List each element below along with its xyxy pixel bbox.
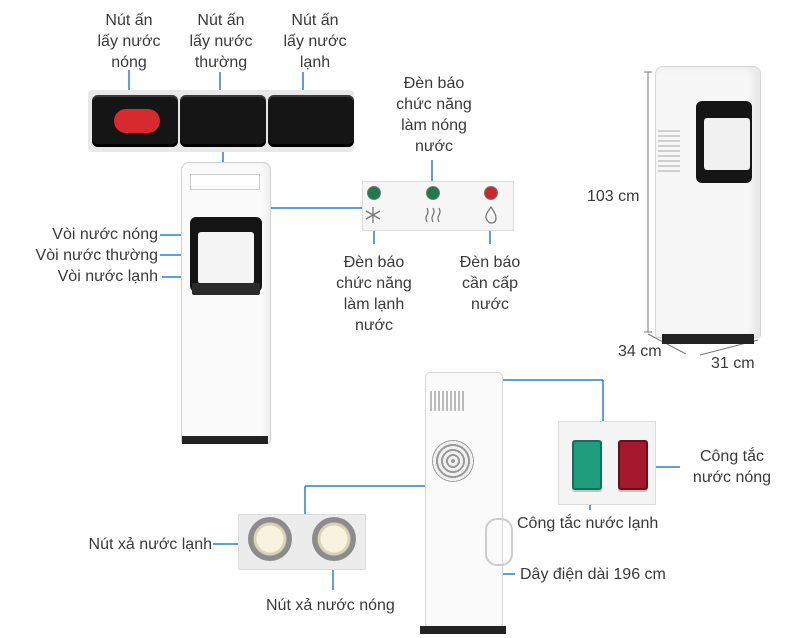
dispenser-base bbox=[182, 436, 268, 444]
water-drop-icon bbox=[485, 206, 497, 224]
hot-water-button[interactable] bbox=[92, 95, 178, 147]
width-dimension: 31 cm bbox=[711, 355, 755, 372]
label-cold-switch: Công tắc nước lạnh bbox=[517, 515, 659, 532]
dispenser-front-image bbox=[181, 162, 271, 444]
power-cord-coil bbox=[485, 518, 513, 566]
dispenser-top-buttons bbox=[190, 174, 260, 190]
label-power-cord: Dây điện dài 196 cm bbox=[520, 566, 666, 583]
heat-waves-icon bbox=[425, 207, 441, 223]
drip-tray bbox=[192, 283, 260, 295]
side-vent bbox=[658, 130, 680, 172]
label-hot-drain: Nút xả nước nóng bbox=[266, 597, 395, 614]
label-cold-drain: Nút xả nước lạnh bbox=[88, 536, 212, 553]
dispensing-recess bbox=[198, 232, 254, 284]
label-cold-tap: Vòi nước lạnh bbox=[57, 268, 158, 285]
hot-drain-valve[interactable] bbox=[312, 517, 356, 561]
cold-water-switch[interactable] bbox=[572, 440, 602, 490]
normal-water-button[interactable] bbox=[180, 95, 266, 147]
cold-water-button[interactable] bbox=[268, 95, 354, 147]
hot-water-switch[interactable] bbox=[618, 440, 648, 490]
back-base bbox=[420, 626, 506, 634]
depth-dimension: 34 cm bbox=[618, 343, 662, 360]
back-vent bbox=[430, 391, 466, 411]
cold-drain-valve[interactable] bbox=[248, 517, 292, 561]
snowflake-icon bbox=[365, 207, 381, 223]
dispenser-back-image bbox=[425, 372, 503, 629]
heating-indicator-light bbox=[426, 186, 440, 200]
label-hot-tap: Vòi nước nóng bbox=[52, 226, 158, 243]
side-base bbox=[662, 334, 754, 344]
cooling-indicator-light bbox=[367, 186, 381, 200]
condenser-fan bbox=[432, 440, 474, 482]
side-dispensing-recess bbox=[704, 118, 750, 170]
label-normal-tap: Vòi nước thường bbox=[35, 247, 158, 264]
height-dimension: 103 cm bbox=[587, 188, 640, 205]
refill-indicator-light bbox=[484, 186, 498, 200]
